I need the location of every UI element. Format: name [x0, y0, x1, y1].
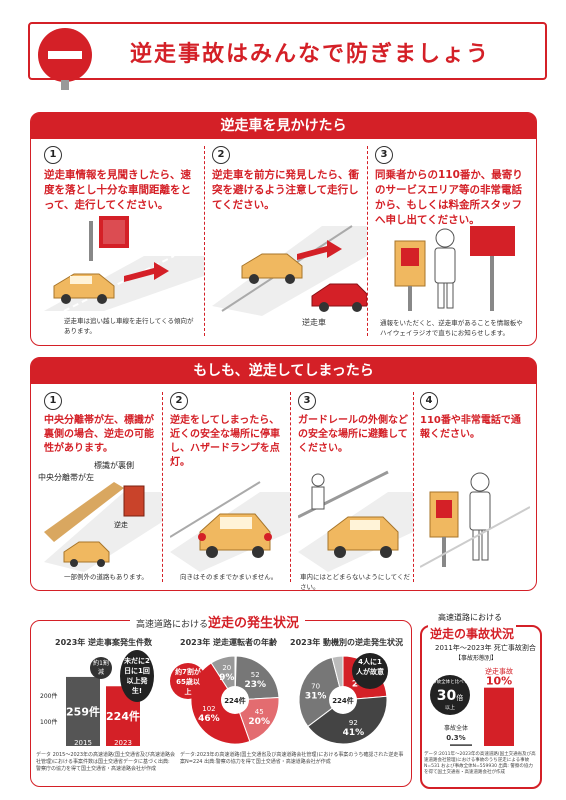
wrong-way-car-label: 逆走車 — [302, 318, 326, 327]
fatal-badge: 事故全体と比べて 30倍 以上 — [430, 675, 470, 715]
median-sign-illustration — [44, 482, 162, 572]
section1-step-1: 1 逆走車情報を見聞きしたら、速度を落とし十分な車間距離をとって、走行してくださ… — [44, 146, 205, 336]
slice-1 — [307, 695, 388, 745]
step-text: 同乗者からの110番か、最寄りのサービスエリア等の非常電話から、もしくは料金所ス… — [375, 169, 523, 226]
slice-2 — [298, 656, 344, 728]
label-wrong-way: 逆走 — [114, 521, 128, 529]
bar-category-2023: 2023 — [114, 739, 132, 747]
section2-step-2: 2 逆走をしてしまったら、近くの安全な場所に停車し、ハザードランプを点灯。 向き… — [170, 392, 291, 582]
chart1-title: 2023年 逆走事案発生件数 — [55, 638, 153, 647]
slice-pct-3: 46% — [198, 714, 220, 724]
slice-count-4: 20 — [222, 664, 231, 672]
badge-unit: 倍 — [456, 694, 464, 702]
step-text: 逆走をしてしまったら、近くの安全な場所に停車し、ハザードランプを点灯。 — [170, 415, 280, 468]
fatal-subtitle2: 【事故形態別】 — [455, 655, 498, 662]
tick-100: 100件 — [40, 719, 58, 726]
step-number: 4 — [420, 392, 438, 410]
section1-band: 逆走車を見かけたら — [31, 113, 536, 139]
page-title: 逆走事故はみんなで防ぎましょう — [130, 42, 491, 67]
section1-step-3: 3 同乗者からの110番か、最寄りのサービスエリア等の非常電話から、もしくは料金… — [375, 146, 530, 337]
pie-center — [221, 686, 249, 714]
pie-center-label: 224件 — [224, 696, 246, 705]
evacuate-guardrail-illustration — [298, 470, 413, 572]
slice-count-2: 45 — [255, 708, 264, 716]
badge-top: 事故全体と比べて — [432, 680, 468, 685]
bar-label-wrong-way: 逆走事故 — [485, 667, 513, 676]
step-number: 1 — [44, 146, 62, 164]
chart-incident-count: 259件 2015 224件 2023 — [66, 676, 140, 747]
step-text: 110番や非常電話で通報ください。 — [420, 415, 521, 440]
emergency-phone-illustration — [394, 226, 515, 311]
step-text: 中央分離帯が左、標識が裏側の場合、逆走の可能性があります。 — [44, 415, 154, 454]
slice-count-3: 102 — [202, 705, 215, 713]
fatal-footnote: データ:2011年～2023年の高速道路(国土交通省及び高速道路会社管理)におけ… — [424, 752, 536, 775]
slice-count-1: 52 — [251, 671, 260, 679]
step-number: 3 — [375, 146, 393, 164]
stats-title-prefix: 高速道路における — [136, 620, 209, 630]
wrong-way-car-illustration — [212, 225, 367, 316]
bar-all — [450, 744, 472, 746]
section1-step-2: 2 逆走車を前方に発見したら、衝突を避けるよう注意して走行してください。 逆走車 — [212, 146, 368, 336]
chart3-title: 2023年 動機別の逆走発生状況 — [290, 638, 404, 647]
tick-200: 200件 — [40, 693, 58, 700]
section2-step-3: 3 ガードレールの外側などの安全な場所に避難してください。 車内にはとどまらない… — [298, 392, 414, 591]
step-text: 逆走車を前方に発見したら、衝突を避けるよう注意して走行してください。 — [212, 169, 359, 211]
step-number: 1 — [44, 392, 62, 410]
section2-step-4: 4 110番や非常電話で通報ください。 — [420, 392, 530, 582]
callout-intent: 4人に1人が故意 — [352, 653, 388, 689]
header-banner — [28, 22, 547, 80]
step-number: 3 — [298, 392, 316, 410]
bar-wrong-way — [484, 687, 514, 746]
bar-2015 — [66, 676, 100, 746]
step-note: 一部例外の道路もあります。 — [64, 573, 148, 581]
bar-value-all: 0.3% — [446, 734, 465, 742]
stats-footnote: データ 2015～2023年の高速道路(国土交通省及び高速道路会社管理)における… — [36, 752, 175, 772]
sign-pole — [61, 80, 69, 90]
no-entry-sign-icon — [38, 28, 92, 82]
fatal-title-prefix: 高速道路における — [435, 612, 505, 623]
hazard-stop-illustration — [170, 481, 290, 572]
slice-pct-2: 20% — [248, 717, 270, 727]
stats-title: 高速道路における逆走の発生状況 — [130, 612, 306, 631]
step-note: 逆走車は追い越し車線を走行してくる傾向があります。 — [64, 317, 194, 335]
step-number: 2 — [212, 146, 230, 164]
bubble-frequency: 未だに2日に1回以上発生! — [120, 650, 154, 702]
stats-title-main: 逆走の発生状況 — [208, 616, 300, 631]
bar-label-all: 事故全体 — [444, 724, 468, 732]
slice-pct-1: 41% — [343, 728, 365, 738]
step-number: 2 — [170, 392, 188, 410]
step-note: 車内にはとどまらないようにしてください。 — [300, 573, 410, 591]
step-text: ガードレールの外側などの安全な場所に避難してください。 — [298, 415, 408, 454]
slice-pct-1: 23% — [244, 680, 266, 690]
slice-pct-2: 31% — [305, 691, 327, 701]
chart2-title: 2023年 逆走運転者の年齢 — [180, 638, 278, 647]
step-text: 逆走車情報を見聞きしたら、速度を落とし十分な車間距離をとって、走行してください。 — [44, 169, 191, 211]
fatal-subtitle: 2011年～2023年 死亡事故割合 — [435, 644, 536, 652]
bar-value-2023: 224件 — [106, 709, 140, 723]
slice-pct-4: 9% — [219, 673, 234, 683]
label-sign-back: 標識が裏側 — [94, 460, 134, 471]
badge-bottom: 以上 — [444, 705, 455, 711]
slice-count-2: 70 — [311, 682, 320, 690]
label-median-left: 中央分離帯が左 — [38, 472, 98, 483]
pie-center-label: 224件 — [332, 696, 354, 705]
callout-age: 約7割が65歳以上 — [170, 663, 206, 699]
phone-call-illustration — [420, 472, 530, 568]
pie-center — [329, 686, 357, 714]
bubble-decrease: 約1割減 — [90, 657, 112, 679]
car-highway-illustration — [44, 216, 204, 312]
bar-value-2015: 259件 — [66, 704, 100, 718]
bar-value-wrong-way: 10% — [486, 675, 512, 688]
slice-count-1: 92 — [349, 719, 358, 727]
section2-band: もしも、逆走してしまったら — [31, 358, 536, 384]
step-note: 向きはそのままでかまいません。 — [180, 573, 278, 581]
fatal-title-main: 逆走の事故状況 — [428, 625, 517, 642]
bar-category-2015: 2015 — [74, 739, 92, 747]
stats-footnote2: データ:2023年の高速道路(国土交通省及び高速道路会社管理)における事案のうち… — [180, 752, 404, 765]
step-note: 通報をいただくと、逆走車があることを情報板やハイウェイラジオで直ちにお知らせしま… — [380, 319, 523, 337]
section2-step-1: 1 中央分離帯が左、標識が裏側の場合、逆走の可能性があります。 中央分離帯が左 … — [38, 392, 163, 582]
badge-num: 30 — [436, 688, 457, 704]
